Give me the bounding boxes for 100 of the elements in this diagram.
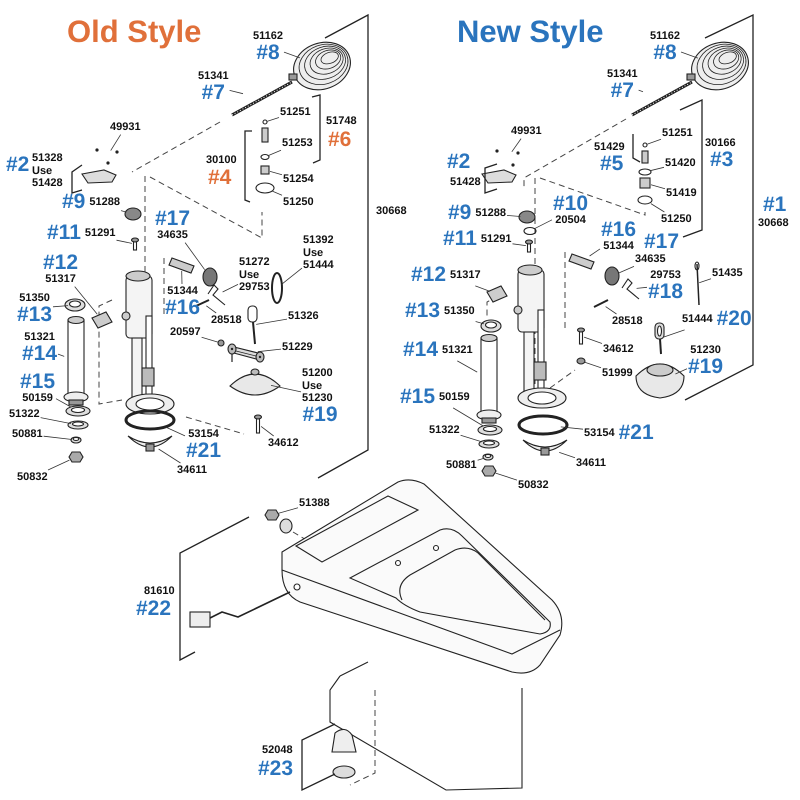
part-number: 51162 — [253, 30, 283, 43]
part-number: 51388 — [299, 497, 330, 510]
leader-line — [698, 278, 712, 284]
part-number: 51251 — [662, 127, 693, 140]
part-number: 51321 — [24, 331, 55, 344]
callout-number: #21 — [618, 423, 654, 443]
part-number: 50159 — [439, 390, 470, 404]
part-number: 51230 — [690, 344, 721, 357]
part-number: 50881 — [12, 428, 43, 441]
screw-drawing — [576, 327, 586, 345]
part-number: 51250 — [283, 196, 314, 209]
leader-line — [605, 306, 617, 314]
leader-line — [58, 354, 65, 357]
screw-drawing — [130, 237, 140, 251]
leader-line — [181, 270, 182, 284]
part-number: 28518 — [211, 314, 242, 327]
leader-line — [475, 321, 484, 324]
section-heading: New Style — [457, 14, 604, 50]
leader-line — [650, 166, 664, 172]
part-number: 51162 — [650, 30, 680, 43]
leader-line — [636, 286, 648, 289]
gasket-drawing — [124, 410, 176, 430]
part-number: 51326 — [288, 310, 319, 323]
part-number: 51419 — [666, 187, 697, 200]
callout-number: #12 — [411, 265, 446, 285]
callout-number: #7 — [202, 82, 225, 103]
part-number: 51999 — [602, 367, 633, 380]
part-number: 51229 — [282, 341, 313, 354]
callout-number: #13 — [17, 304, 52, 325]
stem-drawing — [568, 253, 595, 270]
lever-drawing — [622, 278, 640, 300]
leader-line — [647, 138, 662, 144]
callout-number: #16 — [601, 220, 636, 240]
part-number: 29753 — [650, 269, 681, 282]
leader-line — [270, 171, 282, 176]
leader-line — [650, 203, 665, 212]
part-number: 28518 — [612, 315, 643, 328]
lever-drawing — [208, 284, 226, 306]
leader-line — [116, 240, 132, 244]
rod-drawing — [631, 80, 693, 116]
cap-drawing — [518, 210, 536, 224]
washer-drawing — [262, 119, 268, 125]
part-number: 52048 — [262, 744, 293, 757]
leader-line — [260, 426, 274, 436]
ring-drawing — [477, 424, 503, 436]
part-number: 51291 — [84, 226, 116, 240]
part-number: 30668 — [758, 217, 789, 230]
leader-line — [618, 266, 634, 274]
callout-number: #2 — [6, 155, 30, 175]
float-ball-drawing — [686, 42, 749, 90]
callout-number: #7 — [610, 80, 634, 101]
callout-number: #21 — [186, 440, 222, 461]
cap-drawing — [124, 207, 142, 221]
washer-drawing — [260, 154, 270, 160]
lift-rod-drawing — [654, 322, 665, 354]
leader-line — [511, 138, 522, 152]
part-number: 51200 Use 51230 — [302, 367, 334, 405]
ring-drawing — [64, 298, 86, 312]
leader-line — [43, 436, 72, 440]
washer-drawing — [604, 266, 620, 286]
section-heading: Old Style — [67, 14, 202, 50]
part-number: 51321 — [442, 344, 473, 356]
callout-number: #13 — [405, 301, 440, 321]
leader-line — [589, 248, 600, 256]
callout-number: #6 — [328, 130, 352, 150]
ring-drawing — [478, 439, 500, 449]
part-number: 51428 — [450, 176, 481, 189]
link-drawing — [247, 305, 258, 344]
callout-number: #8 — [653, 42, 677, 63]
callout-number: #23 — [258, 759, 294, 779]
leader-line — [272, 190, 282, 196]
part-number: 51341 — [607, 68, 638, 81]
callout-number: #17 — [155, 209, 190, 229]
leader-line — [267, 117, 280, 122]
callout-number: #2 — [447, 152, 470, 172]
leader-line — [257, 348, 282, 352]
nut-drawing — [264, 509, 280, 521]
float-ball-drawing — [288, 42, 351, 90]
part-number: 51291 — [480, 232, 512, 246]
part-number: 51253 — [282, 137, 313, 150]
part-number: 51328 Use 51428 — [32, 152, 64, 190]
leader-line — [650, 184, 666, 190]
callout-number: #9 — [448, 203, 472, 223]
screw-drawing — [254, 414, 262, 434]
leader-line — [452, 408, 484, 426]
part-number: 51392 Use 51444 — [303, 234, 335, 272]
leader-line — [506, 215, 521, 217]
screw-set-drawing — [95, 148, 119, 165]
part-number: 20504 — [555, 214, 586, 227]
leader-line — [456, 360, 478, 372]
part-number: 49931 — [110, 121, 141, 134]
ring-drawing — [67, 420, 89, 430]
leader-line — [560, 426, 584, 430]
leader-line — [40, 417, 72, 424]
callout-number: #11 — [443, 229, 477, 249]
nut-drawing — [481, 465, 497, 477]
callout-number: #22 — [136, 599, 172, 619]
part-number: 34612 — [603, 343, 634, 356]
part-number: 50832 — [518, 479, 549, 492]
valve-seat-drawing — [639, 177, 651, 189]
